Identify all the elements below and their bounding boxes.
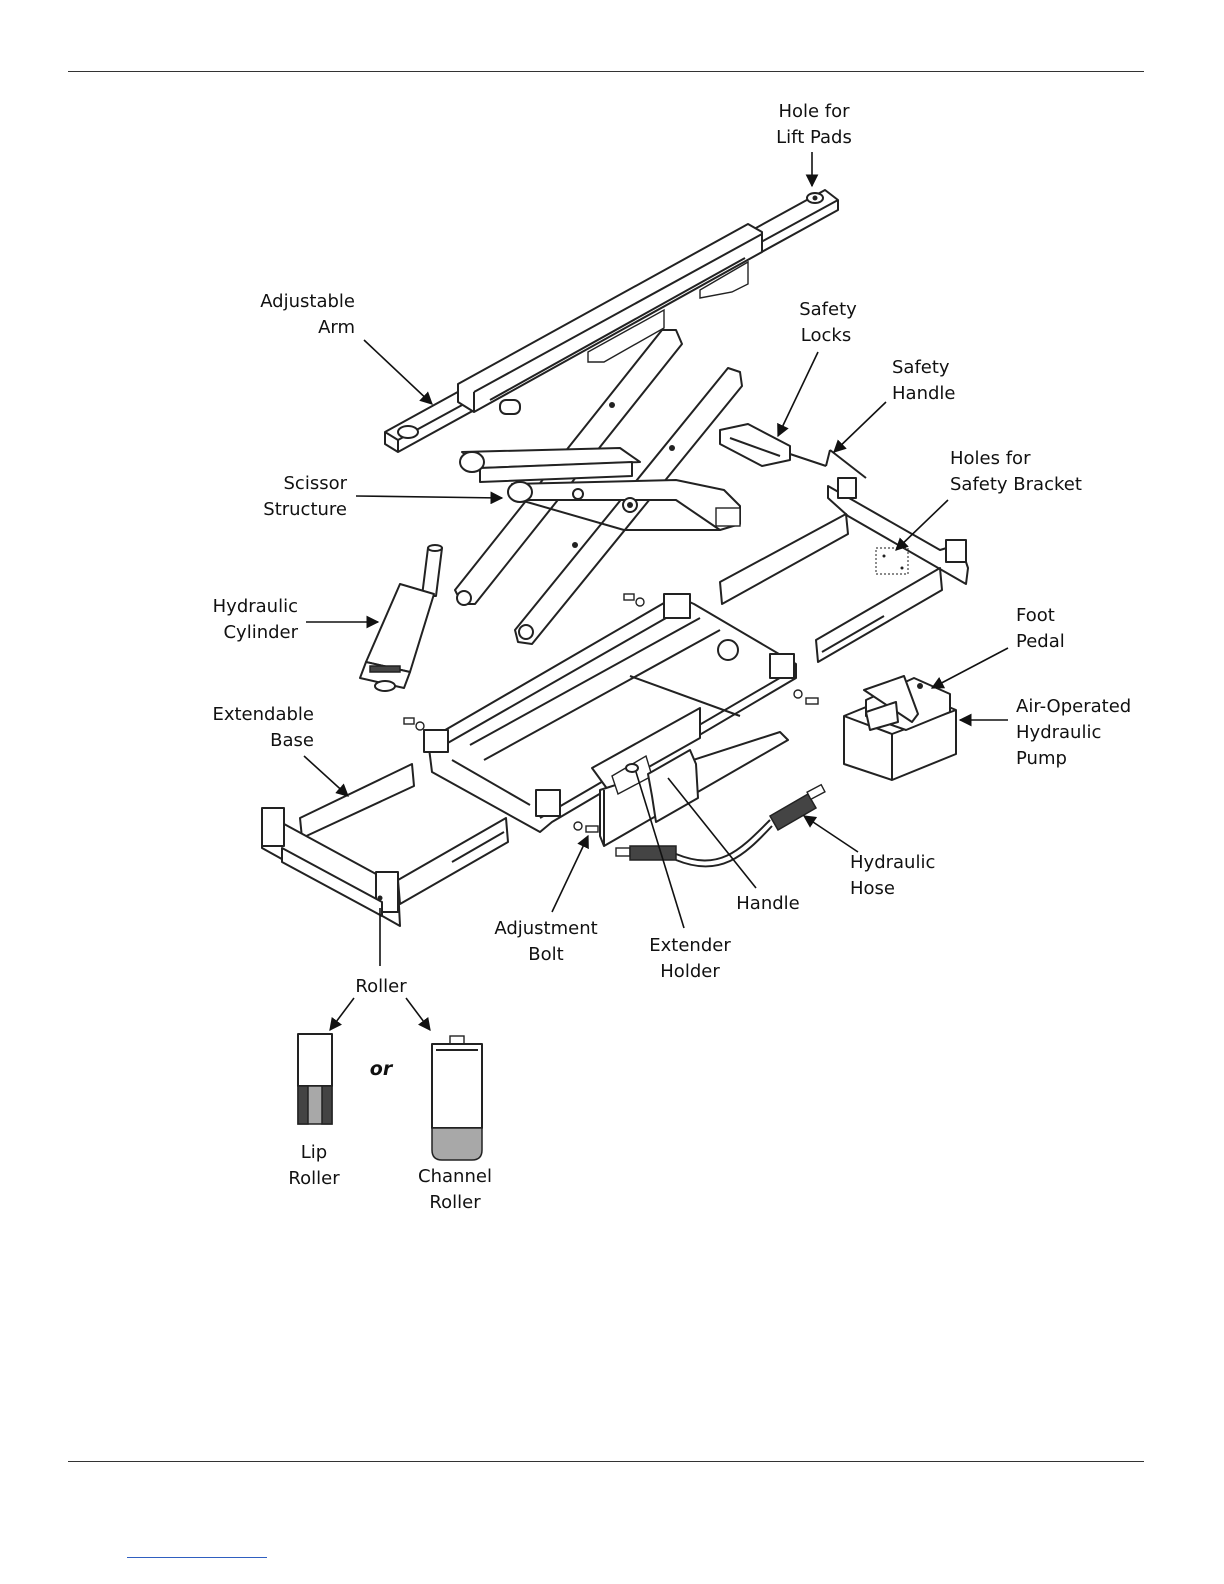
safety-locks-part [720, 424, 866, 478]
label-or: or [370, 1058, 394, 1080]
label-roller: Roller [355, 976, 407, 997]
svg-text:Handle: Handle [736, 893, 799, 914]
label-hydraulic-hose: Hydraulic Hose [850, 852, 935, 899]
air-pump-part [844, 676, 956, 780]
svg-text:Roller: Roller [288, 1168, 340, 1189]
hydraulic-cylinder-part [360, 545, 442, 691]
label-adjustment-bolt: Adjustment Bolt [494, 918, 597, 965]
svg-text:Hydraulic: Hydraulic [213, 596, 298, 617]
svg-text:Extender: Extender [649, 935, 731, 956]
lip-roller-shape [298, 1034, 332, 1124]
label-extendable-base: Extendable Base [212, 704, 314, 751]
label-foot-pedal: Foot Pedal [1016, 605, 1065, 652]
svg-text:Arm: Arm [318, 317, 355, 338]
label-handle: Handle [736, 893, 799, 914]
svg-text:Hydraulic: Hydraulic [850, 852, 935, 873]
svg-text:Lift Pads: Lift Pads [776, 127, 852, 148]
svg-text:Safety Bracket: Safety Bracket [950, 474, 1082, 495]
svg-text:Hydraulic: Hydraulic [1016, 722, 1101, 743]
label-holes-for-safety-bracket: Holes for Safety Bracket [950, 448, 1082, 495]
svg-text:Adjustable: Adjustable [260, 291, 355, 312]
svg-text:Safety: Safety [892, 357, 950, 378]
channel-roller-shape [432, 1036, 482, 1160]
svg-text:Holder: Holder [660, 961, 720, 982]
svg-text:Roller: Roller [429, 1192, 481, 1213]
svg-text:Pump: Pump [1016, 748, 1067, 769]
svg-text:Adjustment: Adjustment [494, 918, 597, 939]
svg-text:Pedal: Pedal [1016, 631, 1065, 652]
label-safety-handle: Safety Handle [892, 357, 955, 404]
footer-link-underline[interactable] [127, 1557, 267, 1558]
label-air-operated-hydraulic-pump: Air-Operated Hydraulic Pump [1016, 696, 1131, 769]
label-extender-holder: Extender Holder [649, 935, 731, 982]
svg-text:Roller: Roller [355, 976, 407, 997]
svg-text:or: or [370, 1058, 394, 1080]
svg-text:Holes for: Holes for [950, 448, 1031, 469]
right-extension-part [720, 478, 968, 662]
svg-text:Locks: Locks [801, 325, 851, 346]
svg-text:Bolt: Bolt [528, 944, 563, 965]
svg-text:Hose: Hose [850, 878, 895, 899]
label-lip-roller: Lip Roller [288, 1142, 340, 1189]
label-hydraulic-cylinder: Hydraulic Cylinder [213, 596, 299, 643]
label-safety-locks: Safety Locks [799, 299, 857, 346]
svg-text:Cylinder: Cylinder [223, 622, 298, 643]
svg-text:Air-Operated: Air-Operated [1016, 696, 1131, 717]
svg-text:Safety: Safety [799, 299, 857, 320]
footer-rule [68, 1461, 1144, 1462]
svg-text:Channel: Channel [418, 1166, 492, 1187]
label-hole-for-lift-pads: Hole for Lift Pads [776, 101, 852, 148]
svg-text:Scissor: Scissor [284, 473, 348, 494]
label-scissor-structure: Scissor Structure [263, 473, 347, 520]
svg-text:Structure: Structure [263, 499, 347, 520]
svg-text:Foot: Foot [1016, 605, 1055, 626]
svg-text:Base: Base [270, 730, 314, 751]
svg-text:Lip: Lip [301, 1142, 327, 1163]
label-channel-roller: Channel Roller [418, 1166, 492, 1213]
svg-text:Extendable: Extendable [212, 704, 314, 725]
label-adjustable-arm: Adjustable Arm [260, 291, 355, 338]
svg-text:Hole for: Hole for [778, 101, 850, 122]
svg-text:Handle: Handle [892, 383, 955, 404]
main-base-part [424, 594, 796, 846]
